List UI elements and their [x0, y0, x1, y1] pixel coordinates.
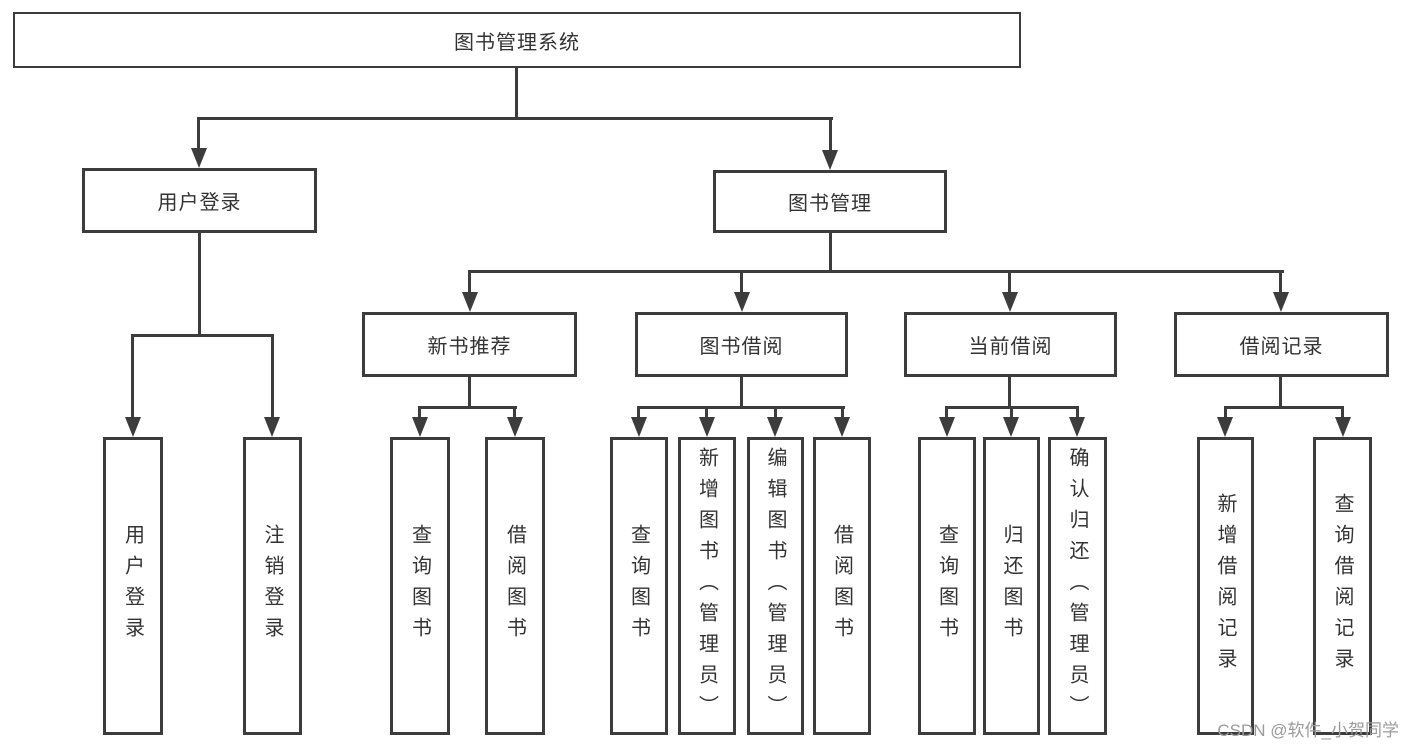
- connector-book-borrow-stem: [740, 377, 743, 409]
- connector-leaf: [1224, 406, 1227, 420]
- connector-root-bus: [197, 117, 833, 120]
- arrowhead-down-icon: [734, 292, 750, 312]
- connector-book-mgmt-bus: [468, 270, 1284, 273]
- leaf-logout: 注销登录: [243, 437, 302, 735]
- arrowhead-down-icon: [767, 417, 783, 437]
- arrowhead-down-icon: [939, 417, 955, 437]
- connector-leaf: [1010, 406, 1013, 420]
- arrowhead-down-icon: [1002, 292, 1018, 312]
- connector-new-book-bus: [418, 406, 517, 409]
- csdn-watermark: CSDN @软件_小贺同学: [1217, 721, 1399, 740]
- leaf-edit-books-admin: 编辑图书（管理员）: [747, 437, 804, 735]
- connector-to-new-book-rec: [468, 270, 471, 296]
- leaf-confirm-return-admin: 确认归还（管理员）: [1048, 437, 1107, 735]
- node-library-management-system: 图书管理系统: [13, 12, 1021, 68]
- arrowhead-down-icon: [125, 417, 141, 437]
- leaf-add-books-admin: 新增图书（管理员）: [678, 437, 736, 735]
- connector-current-borrow-stem: [1008, 377, 1011, 409]
- arrowhead-down-icon: [834, 417, 850, 437]
- leaf-query-books-1: 查询图书: [390, 437, 450, 735]
- node-user-login: 用户登录: [82, 168, 317, 233]
- connector-to-user-login: [197, 117, 200, 152]
- arrowhead-down-icon: [1069, 417, 1085, 437]
- arrowhead-down-icon: [822, 150, 838, 170]
- leaf-return-books: 归还图书: [983, 437, 1040, 735]
- leaf-borrow-books-1: 借阅图书: [485, 437, 545, 735]
- connector-leaf: [637, 406, 640, 420]
- arrowhead-down-icon: [1003, 417, 1019, 437]
- node-book-borrowing: 图书借阅: [635, 312, 848, 377]
- arrowhead-down-icon: [699, 417, 715, 437]
- connector-leaf: [1341, 406, 1344, 420]
- leaf-user-login: 用户登录: [103, 437, 163, 735]
- connector-borrow-record-stem: [1279, 377, 1282, 409]
- node-new-book-recommend: 新书推荐: [362, 312, 577, 377]
- connector-to-book-borrow: [740, 270, 743, 296]
- leaf-query-borrow-record: 查询借阅记录: [1313, 437, 1372, 735]
- arrowhead-down-icon: [507, 417, 523, 437]
- node-book-management: 图书管理: [713, 170, 947, 233]
- connector-leaf: [418, 406, 421, 420]
- connector-book-mgmt-stem: [829, 233, 832, 273]
- leaf-query-books-2: 查询图书: [610, 437, 668, 735]
- connector-leaf: [774, 406, 777, 420]
- connector-to-book-mgmt: [829, 117, 832, 154]
- connector-to-leaf-user-login: [131, 334, 134, 422]
- connector-user-login-stem: [198, 233, 201, 337]
- connector-leaf: [513, 406, 516, 420]
- arrowhead-down-icon: [264, 417, 280, 437]
- arrowhead-down-icon: [462, 292, 478, 312]
- arrowhead-down-icon: [191, 148, 207, 168]
- connector-leaf: [841, 406, 844, 420]
- node-current-borrowing: 当前借阅: [904, 312, 1117, 377]
- arrowhead-down-icon: [1335, 417, 1351, 437]
- connector-to-current-borrow: [1008, 270, 1011, 296]
- connector-borrow-record-bus: [1224, 406, 1344, 409]
- connector-user-login-bus: [131, 334, 274, 337]
- connector-leaf: [705, 406, 708, 420]
- leaf-borrow-books-2: 借阅图书: [813, 437, 871, 735]
- connector-root-stem: [515, 68, 518, 120]
- connector-leaf: [1076, 406, 1079, 420]
- connector-to-leaf-logout: [271, 334, 274, 422]
- node-borrowing-records: 借阅记录: [1174, 312, 1389, 377]
- connector-book-borrow-bus: [637, 406, 845, 409]
- connector-new-book-stem: [468, 377, 471, 409]
- leaf-query-books-3: 查询图书: [918, 437, 976, 735]
- leaf-add-borrow-record: 新增借阅记录: [1197, 437, 1254, 735]
- arrowhead-down-icon: [412, 417, 428, 437]
- connector-to-borrow-record: [1279, 270, 1282, 296]
- arrowhead-down-icon: [1273, 292, 1289, 312]
- arrowhead-down-icon: [1217, 417, 1233, 437]
- arrowhead-down-icon: [631, 417, 647, 437]
- connector-leaf: [945, 406, 948, 420]
